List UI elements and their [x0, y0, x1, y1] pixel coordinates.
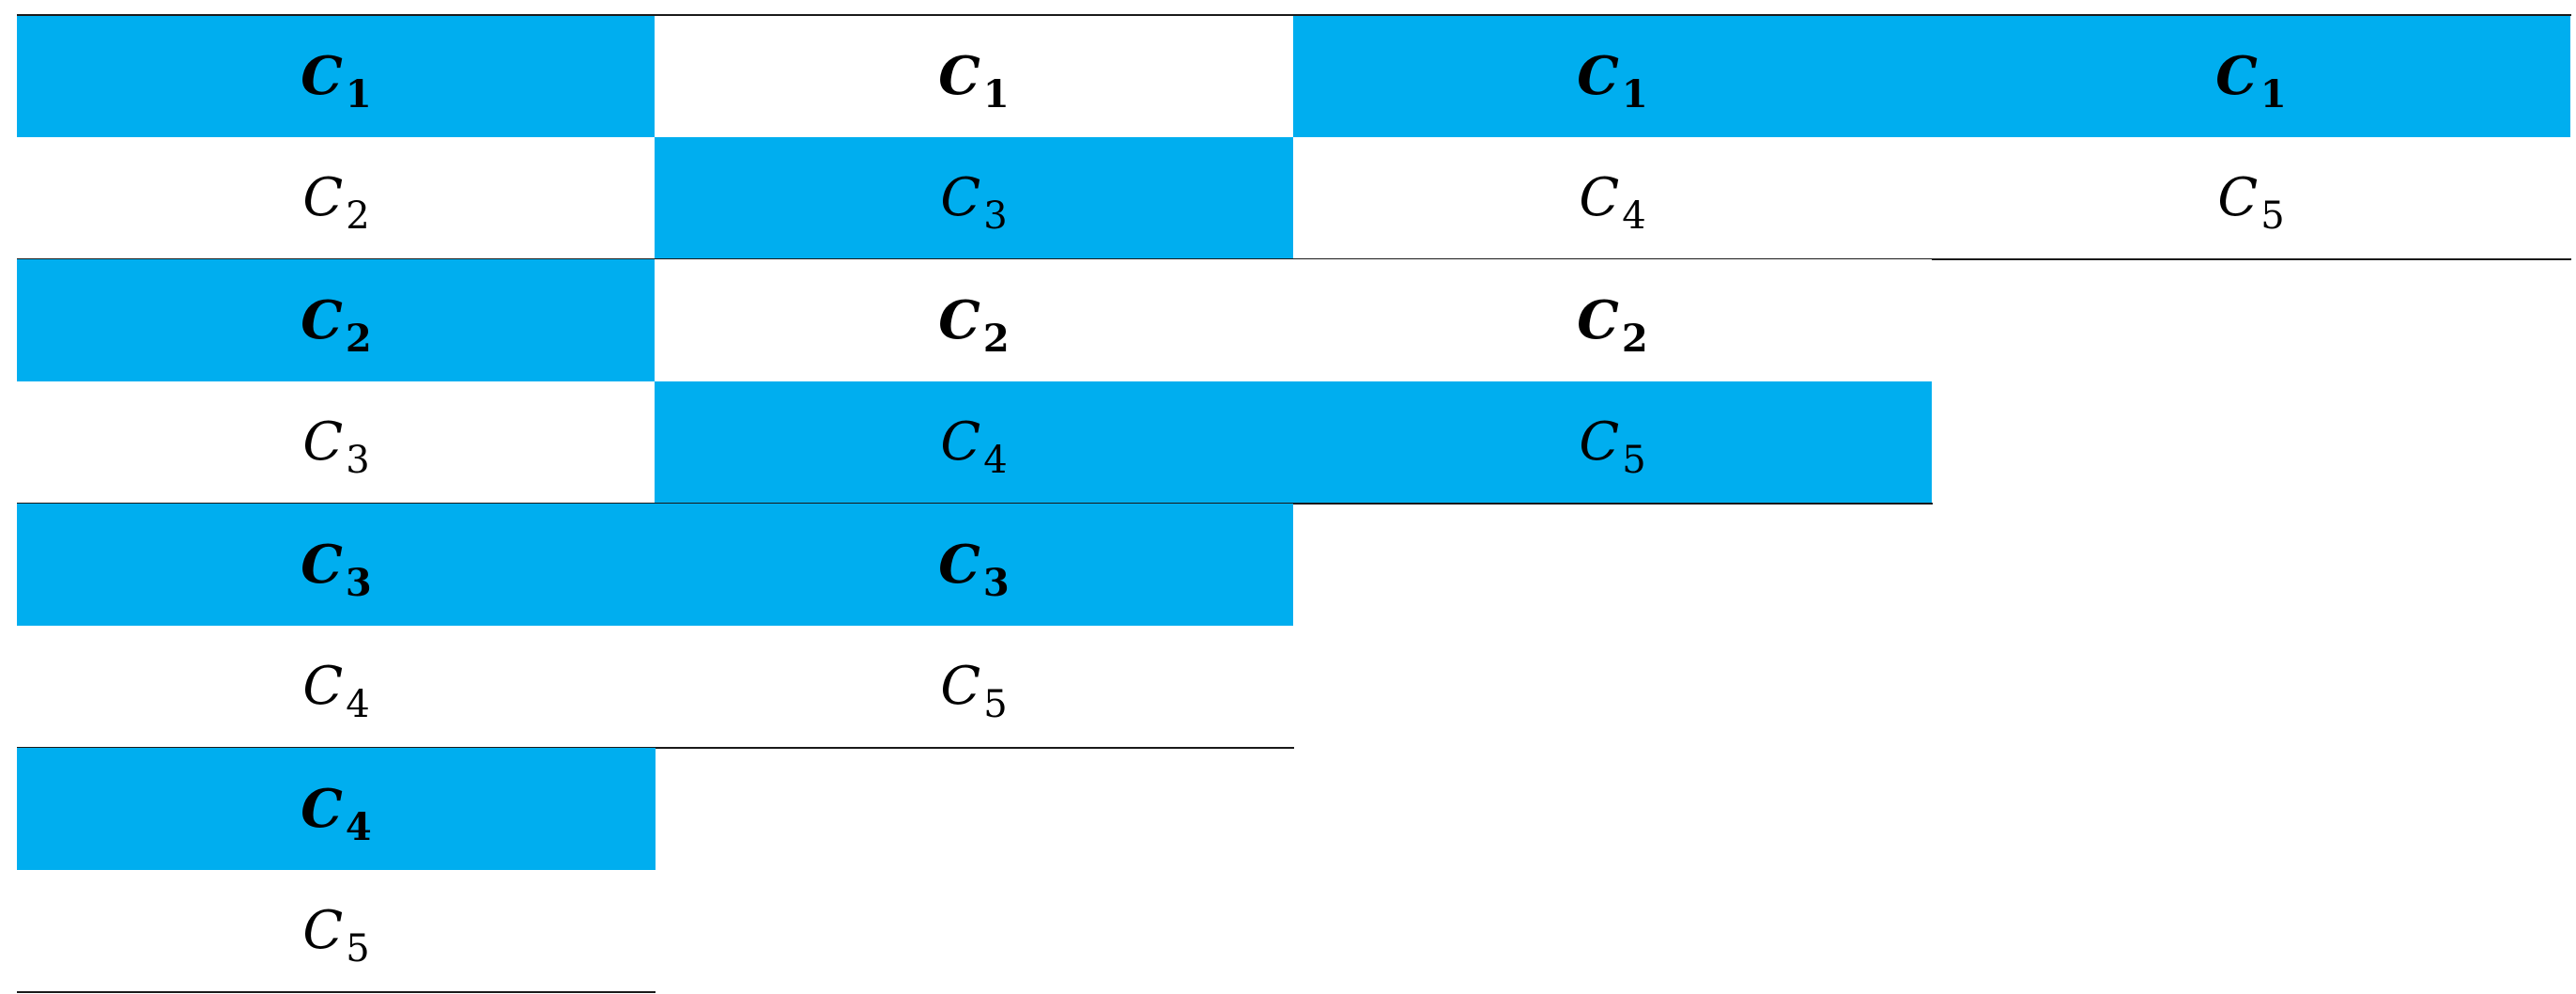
symbol-text: C	[301, 45, 343, 107]
table-cell-member: C4	[655, 381, 1293, 504]
member-label: C5	[1579, 412, 1645, 480]
symbol-text: C	[1577, 289, 1619, 351]
table-cell-leader: C3	[17, 504, 656, 626]
leader-label: C2	[938, 289, 1009, 358]
subscript-text: 2	[982, 317, 1010, 361]
subscript-text: 3	[982, 561, 1010, 605]
member-label: C4	[302, 656, 369, 724]
subscript-text: 5	[983, 683, 1008, 726]
subscript-text: 4	[345, 805, 372, 849]
group-divider-rule	[17, 991, 656, 993]
symbol-text: C	[2217, 167, 2259, 228]
symbol-text: C	[301, 534, 343, 596]
subscript-text: 4	[983, 439, 1008, 482]
leader-label: C3	[938, 534, 1009, 602]
table-cell-leader: C4	[17, 748, 656, 870]
symbol-text: C	[2215, 45, 2258, 107]
group-divider-rule	[17, 747, 1294, 749]
leader-label: C1	[2215, 45, 2286, 114]
table-cell-member: C4	[17, 626, 656, 748]
leader-label: C1	[301, 45, 371, 114]
subscript-text: 3	[346, 439, 370, 482]
table-cell-leader: C1	[17, 15, 656, 137]
symbol-text: C	[301, 289, 343, 351]
table-cell-leader: C3	[655, 504, 1293, 626]
symbol-text: C	[302, 167, 344, 228]
symbol-text: C	[302, 412, 344, 473]
table-cell-leader: C1	[1293, 15, 1932, 137]
subscript-text: 1	[1621, 72, 1648, 116]
subscript-text: 2	[346, 194, 370, 238]
table-cell-member: C5	[1293, 381, 1932, 504]
table-cell-member: C5	[1932, 137, 2570, 259]
member-label: C5	[940, 656, 1007, 724]
leader-label: C2	[301, 289, 371, 358]
leader-label: C1	[938, 45, 1009, 114]
leader-label: C1	[1577, 45, 1647, 114]
symbol-text: C	[938, 289, 980, 351]
subscript-text: 4	[1622, 194, 1646, 238]
member-label: C3	[940, 167, 1007, 236]
symbol-text: C	[1579, 412, 1620, 473]
leader-label: C2	[1577, 289, 1647, 358]
table-cell-member: C3	[17, 381, 656, 504]
subscript-text: 2	[345, 317, 372, 361]
leader-label: C3	[301, 534, 371, 602]
symbol-text: C	[302, 900, 344, 961]
table-cell-member: C2	[17, 137, 656, 259]
subscript-text: 5	[1622, 439, 1646, 482]
table-cell-leader: C2	[17, 259, 656, 381]
member-label: C5	[2217, 167, 2284, 236]
member-label: C4	[1579, 167, 1645, 236]
symbol-text: C	[940, 656, 981, 717]
table-cell-leader: C2	[1293, 259, 1932, 381]
subscript-text: 4	[346, 683, 370, 726]
symbol-text: C	[1577, 45, 1619, 107]
member-label: C4	[940, 412, 1007, 480]
subscript-text: 5	[2260, 194, 2285, 238]
member-label: C5	[302, 900, 369, 969]
table-cell-leader: C1	[1932, 15, 2570, 137]
subscript-text: 1	[982, 72, 1010, 116]
subscript-text: 5	[346, 927, 370, 971]
table-cell-member: C5	[655, 626, 1293, 748]
subscript-text: 3	[983, 194, 1008, 238]
table-cell-member: C5	[17, 870, 656, 992]
member-label: C3	[302, 412, 369, 480]
subscript-text: 1	[2260, 72, 2287, 116]
subscript-text: 1	[345, 72, 372, 116]
member-label: C2	[302, 167, 369, 236]
leader-label: C4	[301, 778, 371, 846]
table-cell-member: C4	[1293, 137, 1932, 259]
table-cell-leader: C2	[655, 259, 1293, 381]
symbol-text: C	[302, 656, 344, 717]
table-cell-leader: C1	[655, 15, 1293, 137]
subscript-text: 2	[1621, 317, 1648, 361]
symbol-text: C	[938, 534, 980, 596]
symbol-text: C	[938, 45, 980, 107]
symbol-text: C	[301, 778, 343, 840]
symbol-text: C	[1579, 167, 1620, 228]
symbol-text: C	[940, 412, 981, 473]
symbol-text: C	[940, 167, 981, 228]
subscript-text: 3	[345, 561, 372, 605]
table-cell-member: C3	[655, 137, 1293, 259]
table-top-rule	[17, 14, 2571, 16]
